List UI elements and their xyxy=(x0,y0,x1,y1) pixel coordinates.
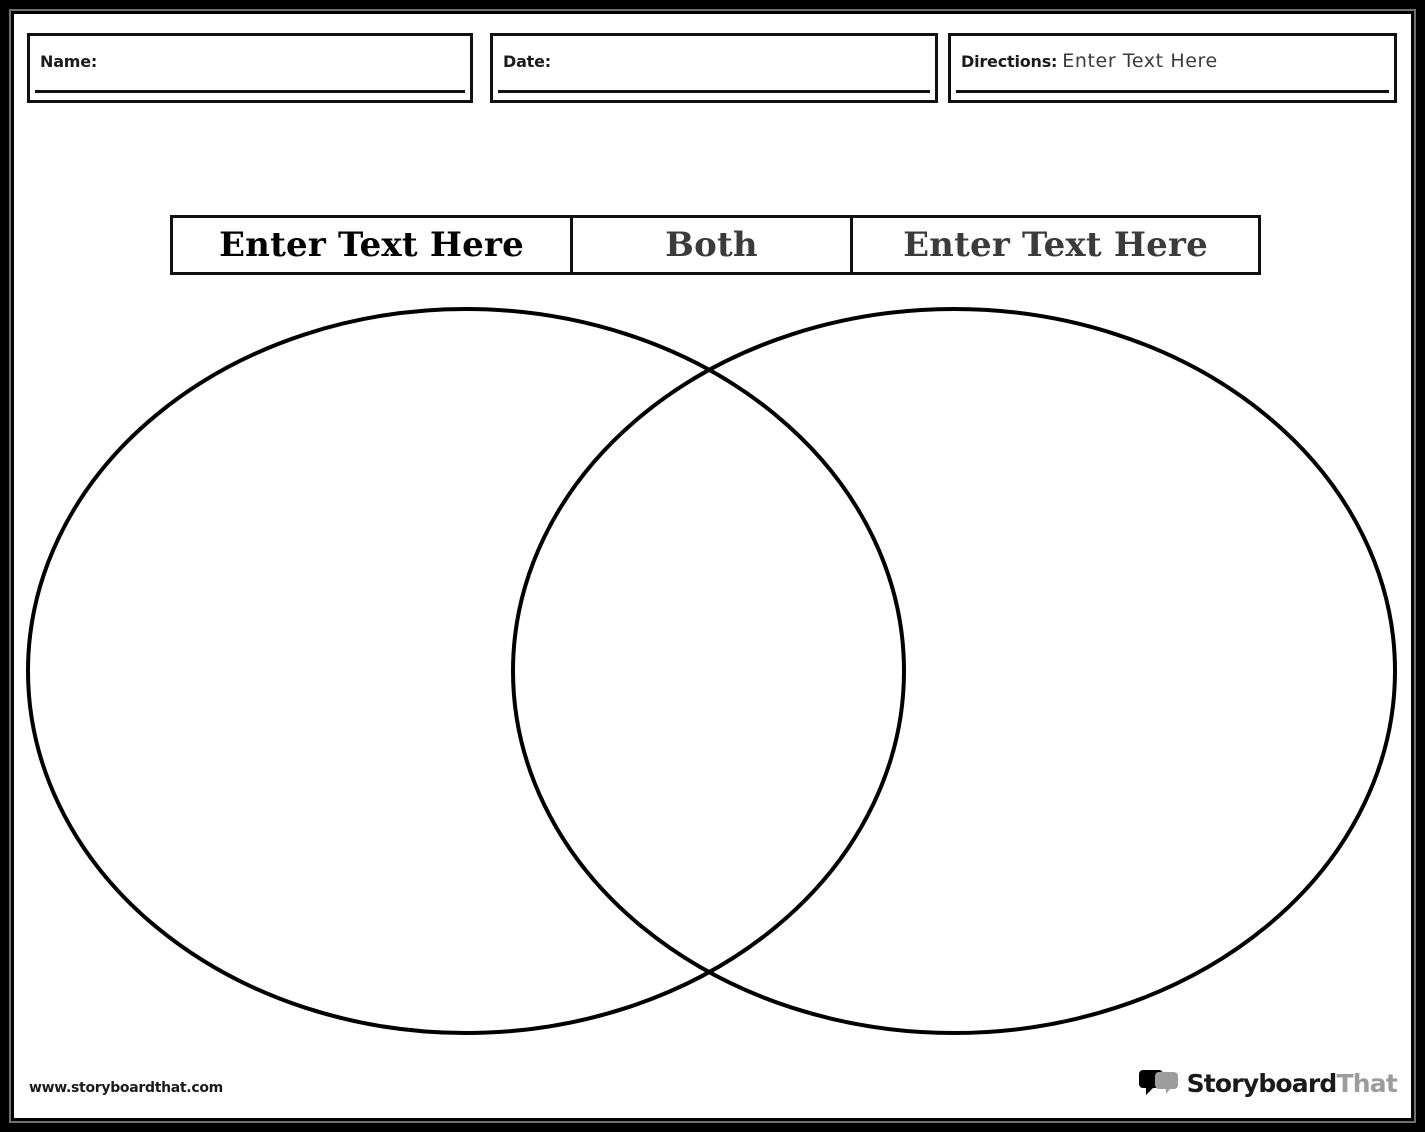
footer-website-url: www.storyboardthat.com xyxy=(29,1080,223,1096)
venn-left-label-box[interactable]: Enter Text Here xyxy=(170,215,573,275)
venn-middle-label-text: Both xyxy=(665,225,758,265)
directions-label: Directions: xyxy=(961,51,1058,71)
name-field-box[interactable]: Name: xyxy=(27,33,473,103)
speech-bubbles-icon xyxy=(1138,1070,1178,1095)
venn-middle-label-box[interactable]: Both xyxy=(570,215,853,275)
venn-left-label-text: Enter Text Here xyxy=(219,225,524,265)
directions-value[interactable]: Enter Text Here xyxy=(1062,50,1218,72)
venn-left-circle[interactable] xyxy=(26,307,906,1035)
name-label: Name: xyxy=(40,51,98,71)
brand-name-secondary: That xyxy=(1336,1068,1398,1098)
date-field-inner: Date: xyxy=(493,36,935,100)
venn-right-label-text: Enter Text Here xyxy=(903,225,1208,265)
brand-name-primary: Storyboard xyxy=(1186,1068,1338,1098)
directions-field-box[interactable]: Directions: Enter Text Here xyxy=(948,33,1397,103)
worksheet-sheet: Name: Date: Directions: Enter Text Here … xyxy=(14,14,1411,1118)
directions-field-inner: Directions: Enter Text Here xyxy=(951,36,1394,100)
directions-write-line xyxy=(956,90,1389,93)
venn-label-bar: Enter Text Here Both Enter Text Here xyxy=(170,215,1261,275)
date-field-box[interactable]: Date: xyxy=(490,33,938,103)
date-label: Date: xyxy=(503,51,551,71)
date-write-line xyxy=(498,90,930,93)
venn-right-circle[interactable] xyxy=(511,307,1397,1035)
venn-diagram xyxy=(26,307,1397,1035)
name-field-inner: Name: xyxy=(30,36,470,100)
venn-right-label-box[interactable]: Enter Text Here xyxy=(850,215,1261,275)
name-write-line xyxy=(35,90,465,93)
